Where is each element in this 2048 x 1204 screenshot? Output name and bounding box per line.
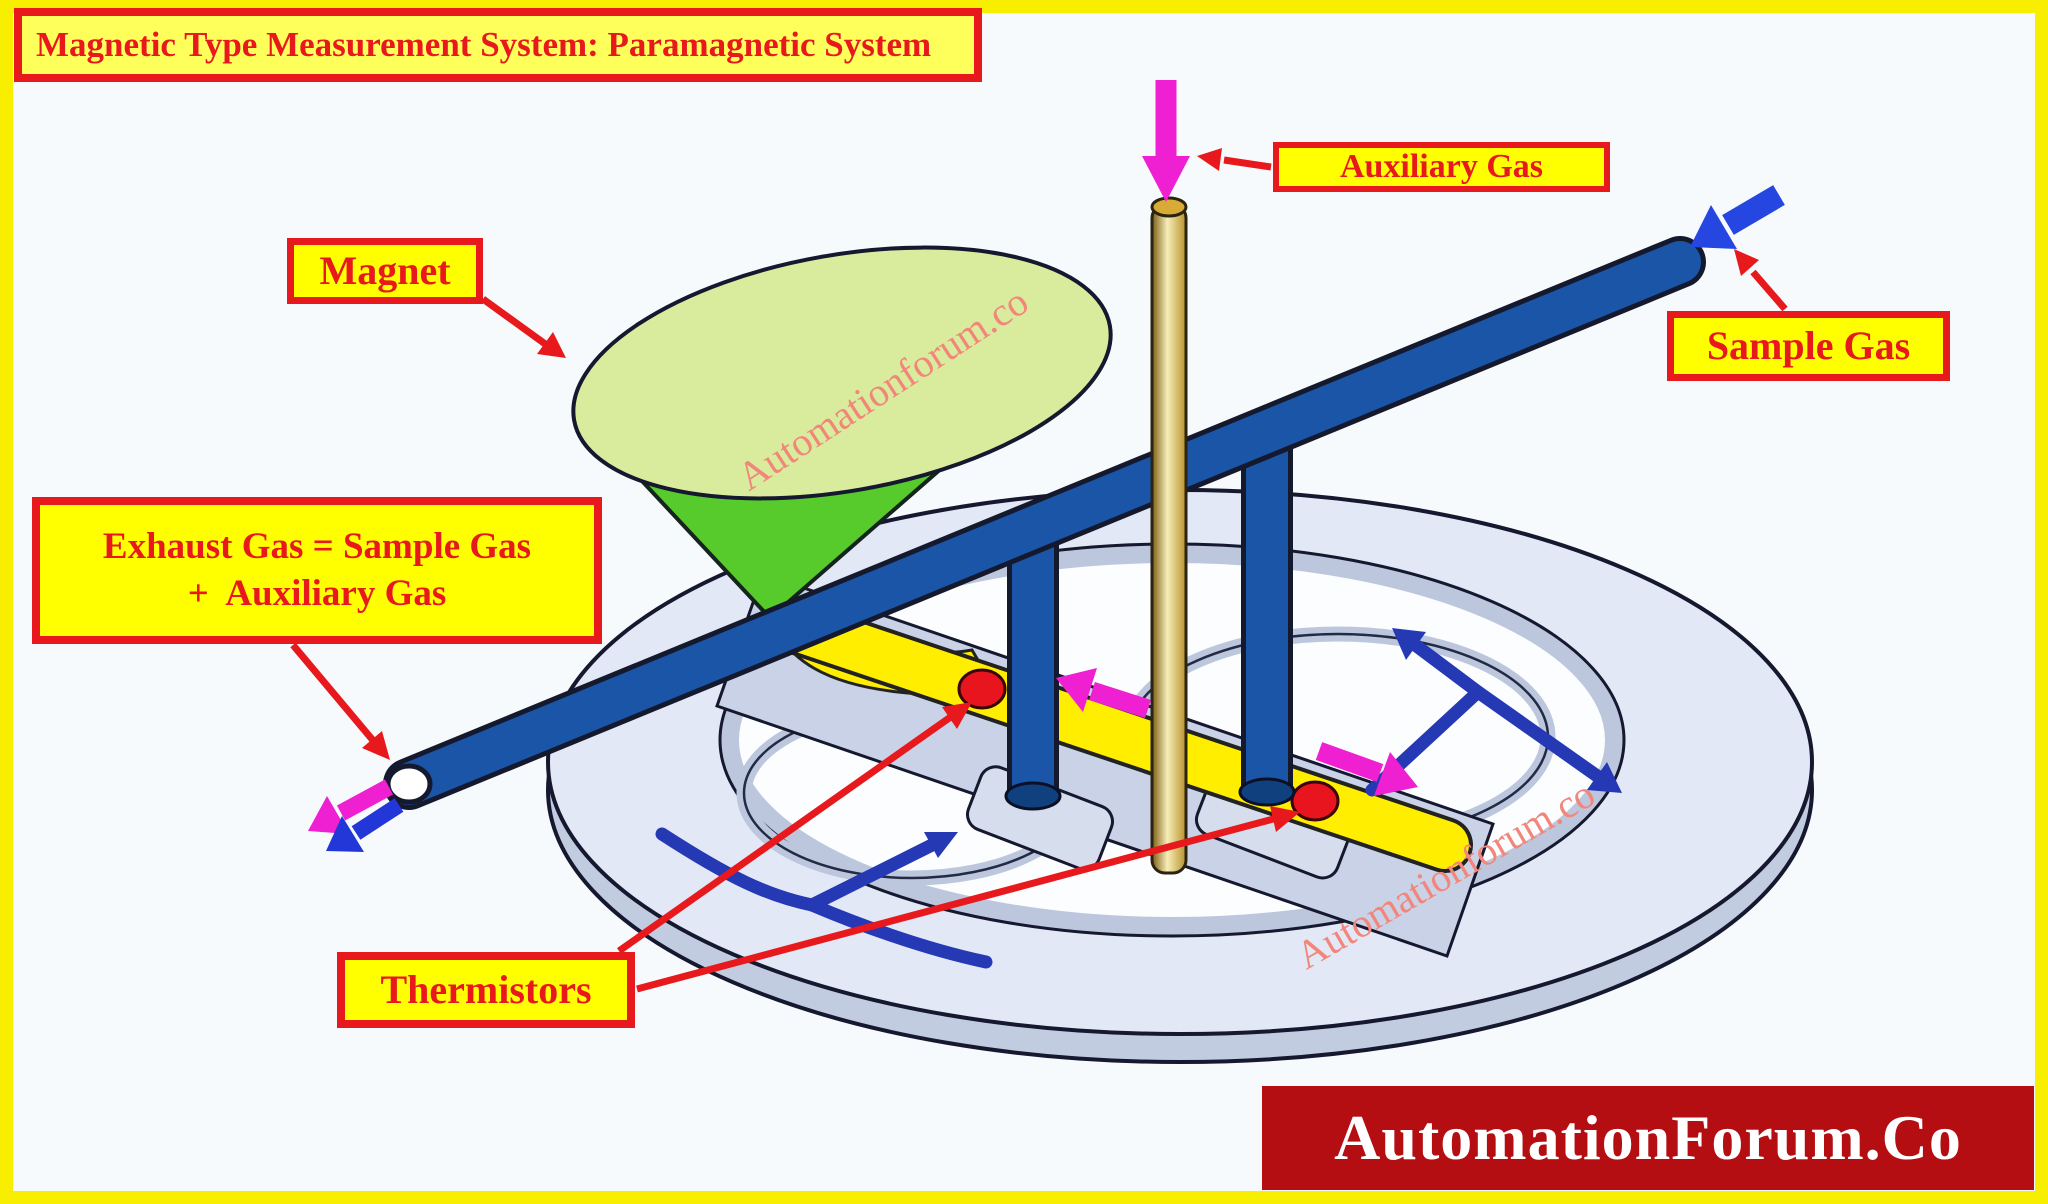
sample-gas-label: Sample Gas — [1667, 311, 1950, 381]
flow-merge-arrowhead — [924, 832, 958, 858]
thermistor-leader-arrowhead-2 — [1270, 806, 1300, 832]
magnet-cone-top — [571, 245, 1113, 501]
flow-split-left-branch — [1407, 637, 1485, 699]
red-leader-arrows — [290, 148, 1788, 993]
exhaust-blue-shaft — [351, 798, 404, 840]
magnet-label: Magnet — [287, 238, 483, 304]
exhaust-gas-label: Exhaust Gas = Sample Gas + Auxiliary Gas — [32, 497, 602, 644]
brand-logo: AutomationForum.Co — [1262, 1086, 2034, 1190]
flow-split-right-arrowhead — [1587, 762, 1622, 793]
sample-gas-label-text: Sample Gas — [1706, 323, 1911, 368]
aux-inlet-arrowhead — [1142, 156, 1190, 202]
aux-leader-line — [1223, 156, 1272, 171]
aux-flow-left-arrowhead — [1056, 668, 1097, 712]
exhaust-blue-arrowhead — [326, 816, 364, 852]
sample-inlet-arrowhead — [1690, 205, 1737, 249]
sample-leader-line — [1750, 269, 1788, 312]
aux-flow-right-shaft — [1315, 742, 1384, 782]
exhaust-gas-label-line1: Exhaust Gas = Sample Gas — [102, 526, 532, 568]
thermistor-dot-left — [957, 668, 1007, 710]
blue-io-arrows — [326, 185, 1785, 852]
sample-inlet-shaft — [1722, 185, 1785, 235]
flow-merge-right-stream — [805, 898, 993, 969]
aux-tube-body — [1150, 203, 1188, 875]
exhaust-leader-line — [290, 642, 379, 747]
thermistor-dot-right — [1290, 780, 1340, 822]
magenta-arrows — [308, 80, 1418, 834]
exhaust-tube-opening — [385, 763, 433, 805]
flow-merge-left-stream — [655, 827, 819, 912]
gas-tubes — [383, 236, 1706, 811]
left-tube-foot — [1004, 781, 1062, 811]
aux-flow-left-shaft — [1089, 681, 1151, 719]
exhaust-gas-label-line2: + Auxiliary Gas — [187, 572, 447, 614]
exhaust-magenta-shaft — [336, 779, 394, 821]
exhaust-leader-arrowhead — [362, 731, 390, 760]
right-tube-foot — [1238, 777, 1296, 807]
brand-logo-text: AutomationForum.Co — [1334, 1102, 1962, 1173]
flow-merge-exit — [805, 837, 941, 912]
aux-flow-right-arrowhead — [1374, 752, 1418, 796]
aux-leader-arrowhead — [1197, 148, 1222, 171]
page-title-text: Magnetic Type Measurement System: Parama… — [36, 25, 932, 65]
thermistor-leader-arrowhead-1 — [942, 702, 972, 729]
thermistor-leader-line-1 — [616, 713, 955, 954]
measuring-bar — [772, 600, 1473, 873]
flow-split-left-arrowhead — [1392, 628, 1426, 660]
sample-leader-arrowhead — [1734, 249, 1759, 276]
sample-exhaust-tube — [388, 241, 1701, 805]
aux-tube-top-cap — [1150, 196, 1188, 218]
magnet-leader-arrowhead — [537, 332, 566, 358]
thermistors-label-text: Thermistors — [380, 967, 592, 1012]
auxiliary-gas-label-text: Auxiliary Gas — [1339, 147, 1544, 185]
auxiliary-gas-label: Auxiliary Gas — [1273, 142, 1610, 192]
magnet-label-text: Magnet — [319, 248, 451, 293]
auxiliary-gas-tube — [1150, 196, 1188, 875]
page-title: Magnetic Type Measurement System: Parama… — [14, 8, 982, 82]
magnet-cone — [571, 245, 1113, 620]
magnet-leader-line — [480, 296, 551, 349]
thermistor-leader-line-2 — [636, 814, 1278, 993]
flow-split-right-branch — [1471, 685, 1607, 785]
thermistors-label: Thermistors — [337, 952, 635, 1028]
